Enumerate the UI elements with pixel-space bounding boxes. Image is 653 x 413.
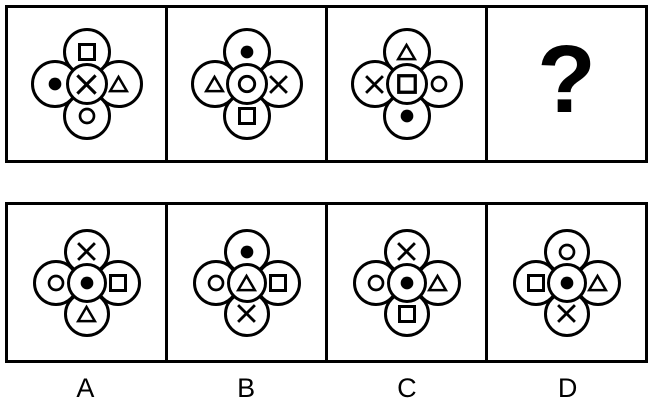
triangle-icon — [107, 74, 130, 94]
triangle-icon — [586, 272, 609, 293]
square-icon — [237, 106, 257, 126]
triangle-icon — [235, 272, 258, 293]
center-circle — [546, 262, 587, 303]
flower-glyph — [351, 227, 463, 339]
flower-glyph — [31, 227, 143, 339]
option-cell-a[interactable] — [8, 205, 168, 360]
petal-left — [30, 60, 79, 108]
square-icon — [526, 273, 546, 293]
question-cell-1 — [8, 8, 168, 160]
question-cell-2 — [168, 8, 328, 160]
triangle-icon — [426, 272, 449, 293]
flower-glyph — [28, 25, 146, 143]
cross-icon — [267, 73, 290, 96]
flower-glyph — [511, 227, 623, 339]
flower-glyph — [188, 25, 306, 143]
square-icon — [396, 73, 418, 95]
petal-left — [512, 259, 559, 306]
center-circle — [386, 262, 427, 303]
option-label-c[interactable]: C — [397, 372, 417, 403]
option-cell-b[interactable] — [168, 205, 328, 360]
circle-icon — [46, 273, 66, 293]
circle-icon — [77, 106, 97, 126]
cross-icon — [75, 240, 98, 263]
question-mark-placeholder: ? — [537, 26, 596, 133]
option-cell-c[interactable] — [328, 205, 488, 360]
square-icon — [268, 273, 288, 293]
square-icon — [397, 304, 417, 324]
option-label-b[interactable]: B — [237, 372, 256, 403]
triangle-icon — [203, 74, 226, 94]
option-cell-d[interactable] — [488, 205, 645, 360]
center-circle — [226, 262, 267, 303]
square-icon — [77, 42, 97, 62]
option-label-d[interactable]: D — [557, 372, 578, 403]
question-cell-missing: ? — [488, 8, 645, 160]
circle-icon — [429, 74, 449, 94]
cross-icon — [74, 72, 99, 97]
circle-icon — [366, 273, 386, 293]
question-cell-3 — [328, 8, 488, 160]
options-row — [5, 202, 648, 363]
cross-icon — [555, 302, 578, 325]
cross-icon — [395, 240, 418, 263]
flower-glyph — [191, 227, 303, 339]
flower-glyph — [348, 25, 466, 143]
filled-circle-icon — [399, 108, 415, 124]
center-circle — [225, 63, 268, 105]
square-icon — [108, 273, 128, 293]
center-circle — [65, 63, 108, 105]
cross-icon — [363, 73, 386, 96]
filled-circle-icon — [239, 244, 255, 260]
filled-circle-icon — [559, 275, 575, 291]
cross-icon — [235, 302, 258, 325]
circle-icon — [557, 242, 577, 262]
center-circle — [66, 262, 107, 303]
triangle-icon — [395, 42, 418, 62]
question-row: ? — [5, 5, 648, 163]
circle-icon — [206, 273, 226, 293]
filled-circle-icon — [47, 76, 63, 92]
option-label-a[interactable]: A — [76, 372, 95, 403]
filled-circle-icon — [239, 44, 255, 60]
filled-circle-icon — [399, 275, 415, 291]
filled-circle-icon — [79, 275, 95, 291]
center-circle — [385, 63, 428, 105]
triangle-icon — [75, 303, 98, 324]
circle-icon — [236, 73, 258, 95]
option-label-row: A B C D — [5, 366, 648, 410]
